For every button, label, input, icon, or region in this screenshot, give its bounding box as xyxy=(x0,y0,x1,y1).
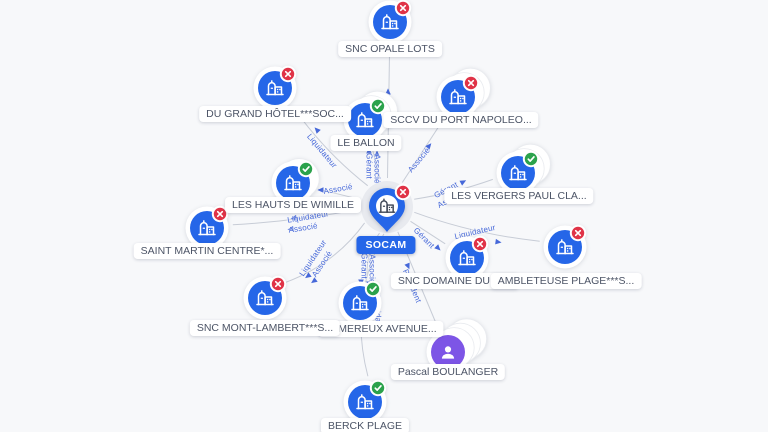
building-icon xyxy=(556,239,574,255)
node-label-berck-plage[interactable]: BERCK PLAGE xyxy=(320,418,410,432)
edge-direction-arrow-icon xyxy=(434,244,441,251)
edge-direction-arrow-icon xyxy=(290,214,297,221)
edge-direction-arrow-icon xyxy=(311,277,318,284)
edge-direction-arrow-icon xyxy=(404,262,410,270)
active-badge-icon xyxy=(522,150,540,168)
edge-direction-arrow-icon xyxy=(317,187,324,193)
edge-direction-arrow-icon xyxy=(305,272,312,279)
node-label-snc-mont-lambert[interactable]: SNC MONT-LAMBERT***S... xyxy=(189,320,341,336)
edge-socam-ambleteuse-plage xyxy=(414,211,540,242)
building-icon xyxy=(198,220,216,236)
node-les-vergers-paul[interactable] xyxy=(470,125,566,226)
closed-badge-icon xyxy=(471,235,489,253)
closed-badge-icon xyxy=(279,65,297,83)
closed-badge-icon xyxy=(211,205,229,223)
node-label-les-vergers-paul[interactable]: LES VERGERS PAUL CLA... xyxy=(444,188,594,204)
active-badge-icon xyxy=(297,160,315,178)
active-badge-icon xyxy=(364,280,382,298)
building-icon xyxy=(378,198,396,213)
building-icon xyxy=(256,290,274,306)
node-label-snc-domaine-du-ci[interactable]: SNC DOMAINE DU CI... xyxy=(390,273,520,289)
active-badge-icon xyxy=(369,379,387,397)
closed-badge-icon xyxy=(569,224,587,242)
edge-direction-arrow-icon xyxy=(425,143,432,150)
closed-badge-icon xyxy=(394,183,412,201)
node-les-hauts-de-wimille[interactable] xyxy=(245,135,341,236)
node-saint-martin-centre[interactable] xyxy=(159,180,255,281)
active-badge-icon xyxy=(369,97,387,115)
building-icon xyxy=(356,112,374,128)
edge-direction-arrow-icon xyxy=(287,225,294,232)
closed-badge-icon xyxy=(462,74,480,92)
node-label-le-ballon[interactable]: LE BALLON xyxy=(330,135,402,151)
node-ambleteuse-plage[interactable] xyxy=(517,199,613,300)
edge-direction-arrow-icon xyxy=(314,127,321,134)
node-snc-mont-lambert[interactable] xyxy=(217,250,313,351)
node-label-les-hauts-de-wimille[interactable]: LES HAUTS DE WIMILLE xyxy=(225,197,361,213)
building-icon xyxy=(381,14,399,30)
building-icon xyxy=(351,295,369,311)
node-du-grand-hotel[interactable] xyxy=(227,40,323,141)
node-label-pascal-boulanger[interactable]: Pascal BOULANGER xyxy=(390,364,506,380)
node-label-wimereux-avenue[interactable]: WIMEREUX AVENUE... xyxy=(318,321,444,337)
building-icon xyxy=(356,394,374,410)
node-label-saint-martin-centre[interactable]: SAINT MARTIN CENTRE*... xyxy=(133,243,281,259)
building-icon xyxy=(284,175,302,191)
edge-socam-snc-mont-lambert xyxy=(285,222,366,283)
building-icon xyxy=(509,165,527,181)
edge-direction-arrow-icon xyxy=(385,88,391,95)
node-label-sccv-du-port-napoleon[interactable]: SCCV DU PORT NAPOLEO... xyxy=(383,112,539,128)
node-label-snc-opale-lots[interactable]: SNC OPALE LOTS xyxy=(338,41,442,57)
closed-badge-icon xyxy=(394,0,412,17)
edge-direction-arrow-icon xyxy=(374,150,380,157)
node-socam-center[interactable] xyxy=(343,166,431,261)
building-icon xyxy=(458,250,476,266)
node-berck-plage[interactable] xyxy=(317,354,413,432)
node-sccv-du-port-napoleon[interactable] xyxy=(410,49,506,150)
node-label-ambleteuse-plage[interactable]: AMBLETEUSE PLAGE***S... xyxy=(490,273,642,289)
node-snc-opale-lots[interactable] xyxy=(342,0,438,75)
node-label-socam[interactable]: SOCAM xyxy=(356,236,416,254)
building-icon xyxy=(266,80,284,96)
person-icon xyxy=(441,346,455,359)
edge-direction-arrow-icon xyxy=(459,180,467,186)
building-icon xyxy=(449,89,467,105)
closed-badge-icon xyxy=(269,275,287,293)
edge-socam-snc-domaine-du-ci xyxy=(410,220,446,245)
node-snc-domaine-du-ci[interactable] xyxy=(419,210,515,311)
node-label-du-grand-hotel[interactable]: DU GRAND HÔTEL***SOC... xyxy=(199,106,351,122)
node-pascal-boulanger[interactable] xyxy=(400,304,496,405)
node-wimereux-avenue[interactable] xyxy=(312,255,408,356)
edge-direction-arrow-icon xyxy=(495,238,502,245)
